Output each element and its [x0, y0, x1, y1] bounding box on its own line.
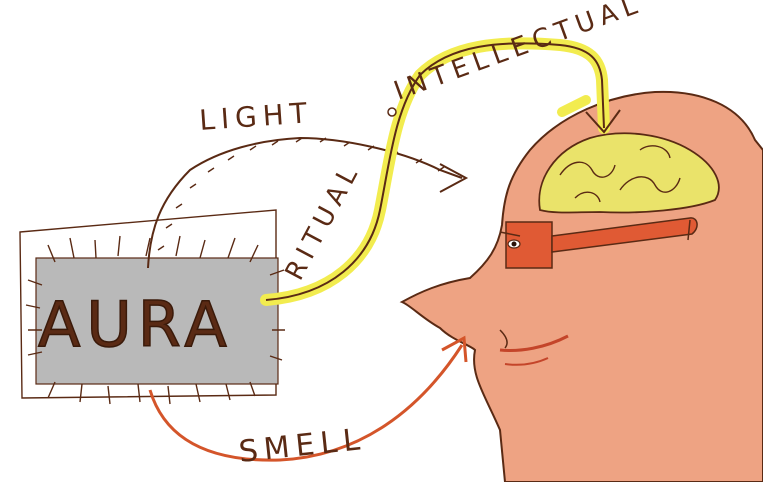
light-label: LIGHT [198, 96, 314, 137]
aura-label: AURA [38, 288, 233, 361]
smell-label: SMELL [237, 422, 367, 470]
